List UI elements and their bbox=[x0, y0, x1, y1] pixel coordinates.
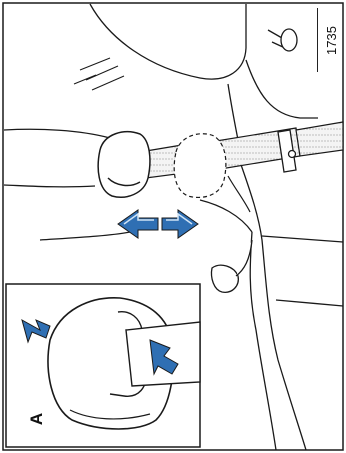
figure-code-text: 1735 bbox=[324, 26, 339, 55]
latch-plate bbox=[98, 132, 150, 197]
figure-code: 1735 bbox=[317, 8, 344, 72]
inset-label: A bbox=[24, 406, 50, 432]
inset-label-text: A bbox=[27, 413, 47, 425]
latch-plate-ghost bbox=[174, 134, 226, 198]
